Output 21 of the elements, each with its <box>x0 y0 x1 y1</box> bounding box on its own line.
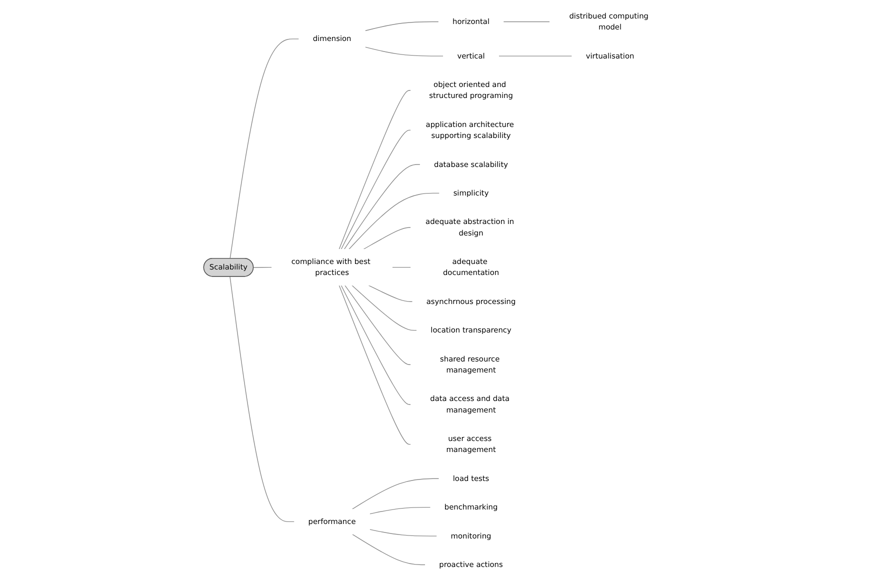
connector <box>369 529 438 536</box>
connector <box>392 266 412 268</box>
connector <box>364 46 444 56</box>
connector <box>348 192 440 250</box>
connector <box>340 285 412 405</box>
connector <box>230 276 295 522</box>
connector <box>344 164 420 250</box>
connector <box>230 38 300 259</box>
connector <box>364 21 439 32</box>
connector <box>352 285 418 331</box>
connector <box>369 506 431 514</box>
connector <box>253 266 272 268</box>
connector <box>363 227 412 250</box>
connector <box>344 285 412 365</box>
connector <box>503 21 550 22</box>
connector <box>352 478 440 510</box>
connector <box>340 130 412 250</box>
connector <box>352 534 426 566</box>
connector <box>368 285 413 302</box>
connector <box>338 90 412 250</box>
connector <box>338 285 412 445</box>
